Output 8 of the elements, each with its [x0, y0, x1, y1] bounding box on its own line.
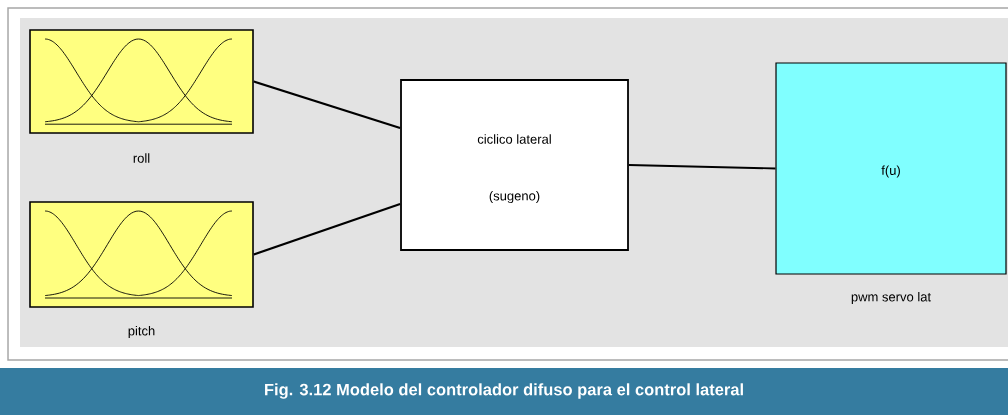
connector-line [253, 202, 401, 256]
caption-bar: Fig. 3.12 Modelo del controlador difuso para el control lateral [0, 368, 1008, 415]
input-label: pitch [128, 325, 155, 339]
output-label: pwm servo lat [851, 291, 931, 305]
connector-line [628, 164, 777, 170]
output-box: f(u) [775, 62, 1007, 275]
connector-line [253, 80, 401, 130]
input-label: roll [133, 153, 150, 163]
